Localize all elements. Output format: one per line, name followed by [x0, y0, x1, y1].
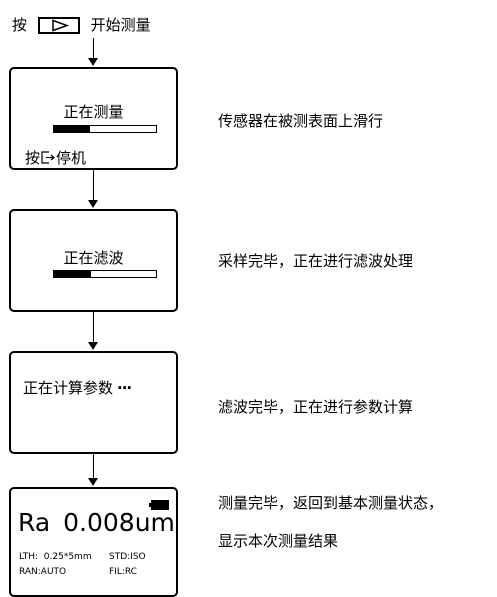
screen-title: 正在滤波: [63, 249, 124, 267]
description-4-line1: 测量完毕，返回到基本测量状态，: [218, 494, 444, 512]
length-setting: LTH: 0.25*5mm: [19, 552, 92, 562]
start-suffix: 开始测量: [90, 16, 151, 34]
result-unit: um: [134, 508, 175, 537]
parameter-name: Ra: [18, 508, 51, 537]
standard-setting: STD:ISO: [109, 552, 146, 562]
description-3: 滤波完毕，正在进行参数计算: [218, 398, 414, 416]
stop-hint-prefix: 按: [25, 149, 41, 167]
ellipsis: ···: [117, 379, 132, 397]
screen-filtering: 正在滤波: [9, 209, 178, 312]
stop-hint-suffix: 停机: [56, 149, 87, 167]
description-1: 传感器在被测表面上滑行: [218, 112, 384, 130]
range-setting: RAN:AUTO: [19, 567, 67, 577]
filter-setting: FIL:RC: [109, 567, 137, 577]
battery-icon: [149, 495, 169, 514]
screen-calculating: 正在计算参数···: [9, 351, 178, 454]
description-2: 采样完毕，正在进行滤波处理: [218, 252, 414, 270]
screen-title-text: 正在计算参数: [23, 379, 114, 397]
arrow-down-icon: [88, 342, 98, 350]
connector-line: [93, 454, 94, 478]
screen-result: Ra 0.008um LTH: 0.25*5mm STD:ISO RAN:AUT…: [9, 487, 178, 597]
description-4-line2: 显示本次测量结果: [218, 532, 339, 550]
arrow-down-icon: [88, 478, 98, 486]
start-instruction: 按 开始测量: [12, 14, 151, 36]
arrow-down-icon: [88, 200, 98, 208]
start-prefix: 按: [12, 16, 28, 34]
exit-icon: [40, 150, 56, 169]
arrow-down-icon: [88, 58, 98, 66]
result-value: 0.008: [63, 508, 135, 537]
screen-title: 正在计算参数···: [23, 377, 132, 398]
screen-measuring: 正在测量 按 停机: [9, 67, 178, 170]
progress-bar: [53, 125, 157, 133]
progress-bar: [53, 270, 157, 278]
result-reading: Ra 0.008um: [18, 508, 175, 538]
connector-line: [93, 170, 94, 200]
progress-bar-fill: [54, 126, 90, 132]
connector-line: [93, 312, 94, 342]
stop-hint: 按 停机: [25, 147, 86, 169]
screen-title: 正在测量: [63, 103, 124, 121]
play-triangle-icon: [37, 17, 80, 34]
connector-line: [93, 38, 94, 58]
progress-bar-fill: [54, 271, 91, 277]
